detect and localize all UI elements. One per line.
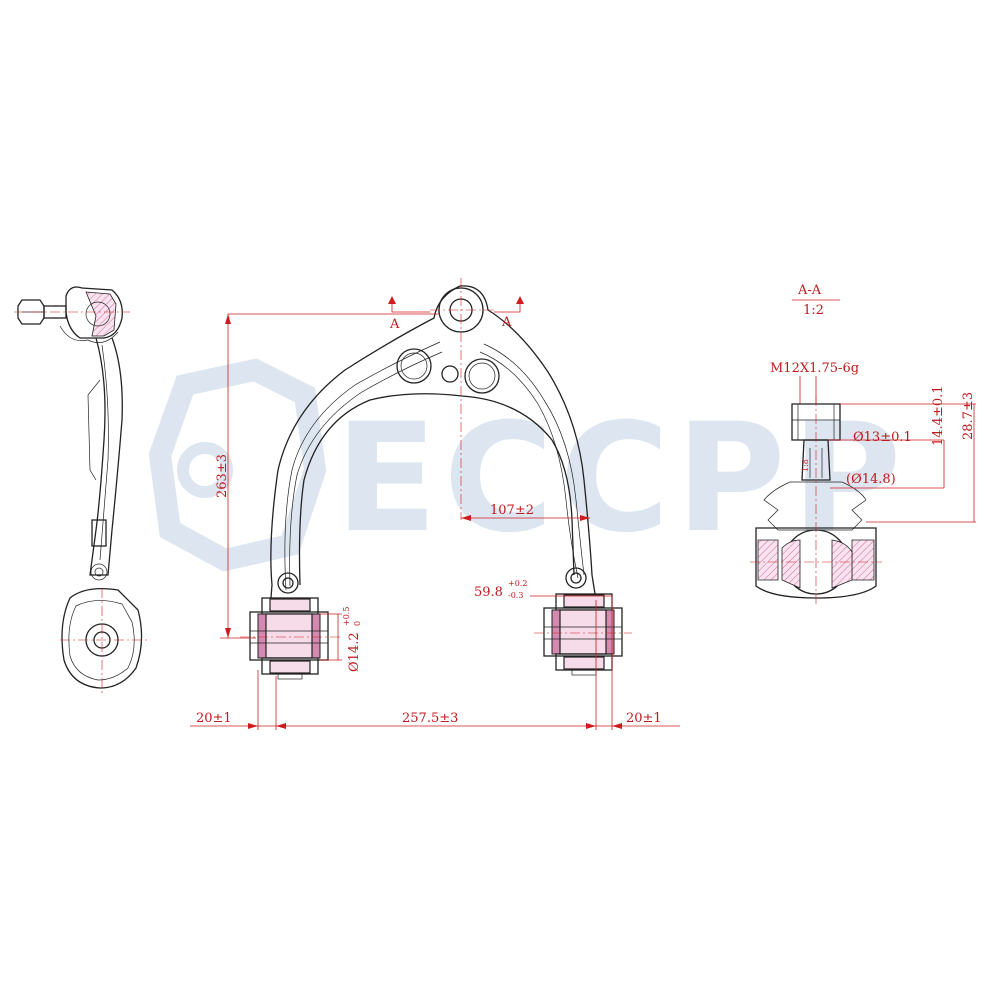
- dim-bushing-width-tol-lower: -0.3: [508, 591, 523, 600]
- section-marker-right: A: [501, 315, 512, 330]
- side-view: [14, 286, 148, 694]
- dim-left-offset: 20±1: [196, 711, 232, 726]
- section-scale: 1:2: [803, 303, 824, 318]
- dim-height: 263±3: [215, 454, 230, 498]
- dim-taper: 1:8: [801, 459, 810, 472]
- dim-right-offset: 20±1: [626, 711, 662, 726]
- dim-bore: Ø14.2: [347, 632, 362, 672]
- dim-bushing-width: 59.8: [474, 585, 503, 600]
- dim-stud-diameter: (Ø14.8): [846, 472, 896, 487]
- watermark-text: ECCPP: [335, 392, 908, 566]
- dim-nut-diameter: Ø13±0.1: [853, 430, 912, 445]
- section-name: A-A: [797, 283, 822, 298]
- dim-pivot-offset: 107±2: [490, 503, 534, 518]
- dim-bushing-width-tol-upper: +0.2: [508, 579, 527, 588]
- dim-bore-tol-lower: 0: [353, 621, 362, 626]
- dim-stud-height: 28.7±3: [961, 392, 976, 440]
- watermark: ECCPP: [148, 358, 908, 572]
- section-view: A-A 1:2 M12X1.75-6g Ø13±0.1 (Ø14.8): [750, 283, 976, 604]
- front-view: A A 263±3 107±2 59.8 +0.2 -0.3 Ø14.2 +0.…: [190, 278, 680, 730]
- dim-bore-tol-upper: +0.5: [342, 607, 351, 626]
- dim-bushing-spacing: 257.5±3: [402, 711, 458, 726]
- section-marker-left: A: [389, 317, 400, 332]
- dim-stud-length: 14.4±0.1: [931, 385, 946, 446]
- dim-thread: M12X1.75-6g: [770, 361, 859, 376]
